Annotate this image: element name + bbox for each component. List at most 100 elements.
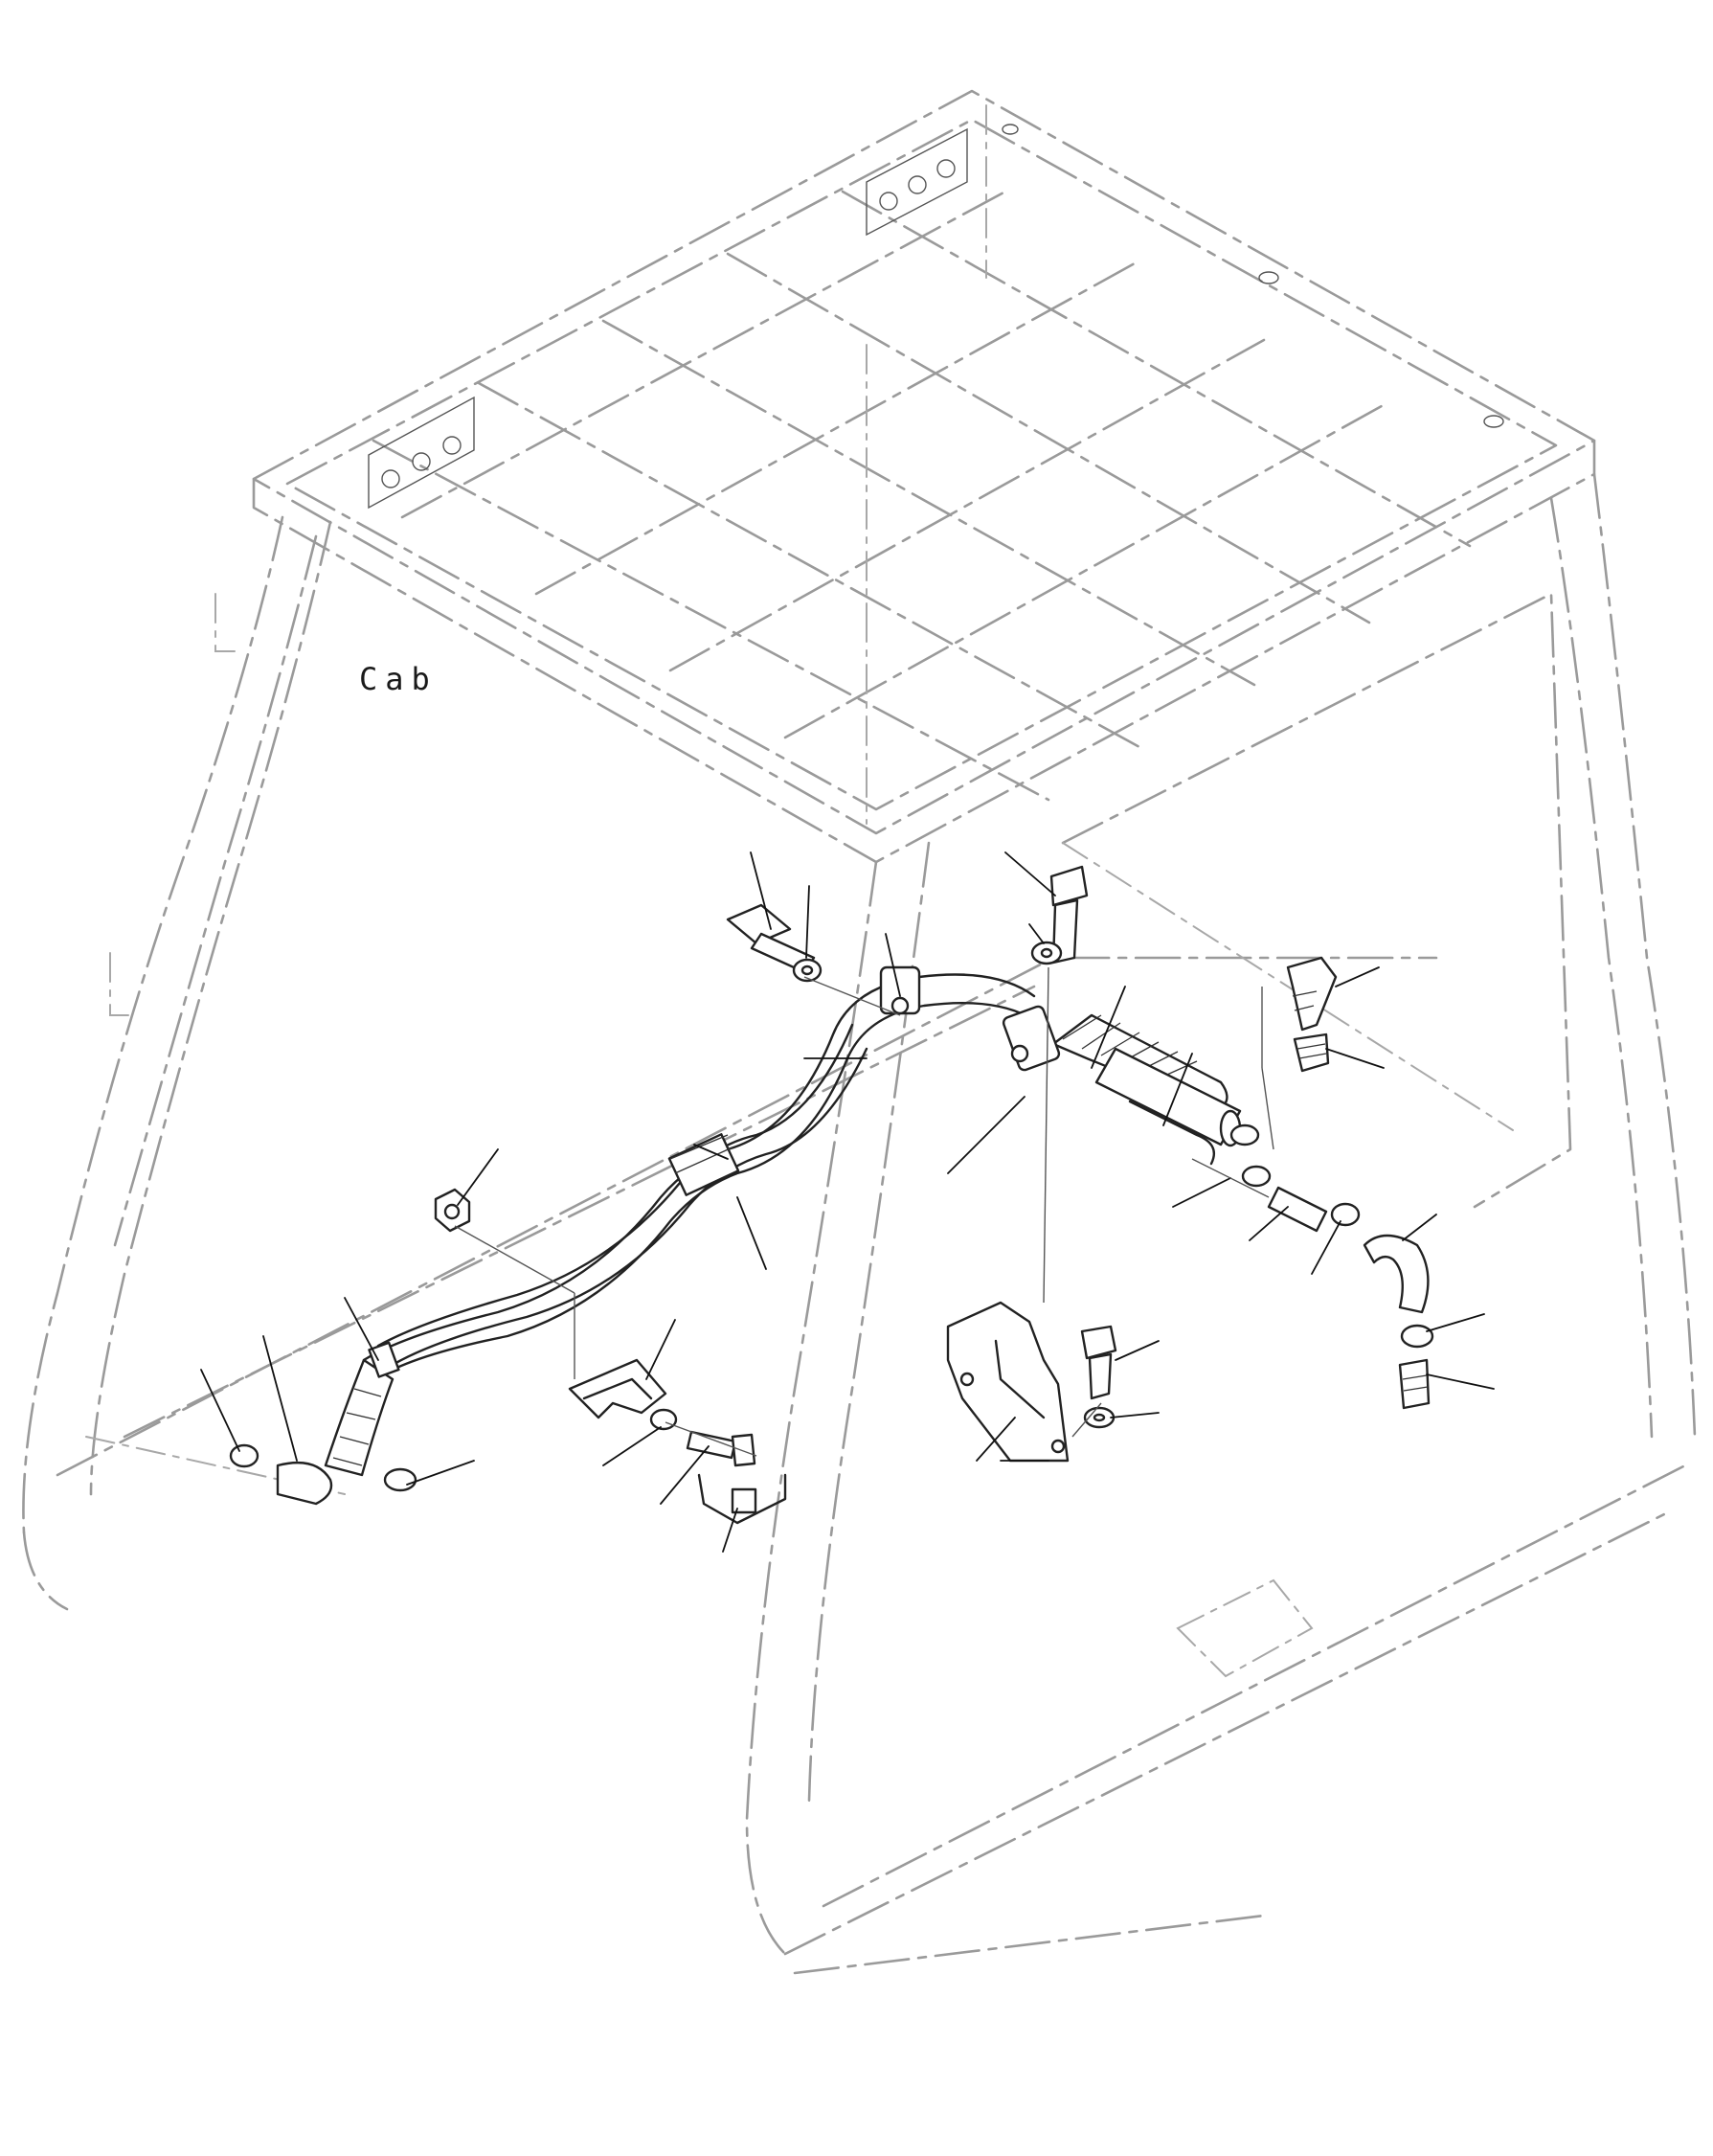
leader: [750, 851, 772, 930]
leader: [1426, 1373, 1495, 1390]
cover-fold: [994, 1339, 1046, 1419]
tee-hole: [1010, 1044, 1029, 1063]
floor-frame-mid: [123, 985, 1036, 1439]
guide-line: [1261, 1067, 1274, 1150]
floor-frame-base: [793, 1914, 1266, 1975]
main-hose-lower: [373, 1001, 1036, 1381]
roof-hole: [1002, 124, 1019, 135]
short-pipe: [1267, 1186, 1328, 1233]
cab-frame-phantom: [22, 89, 1697, 1975]
leader: [1162, 1053, 1193, 1126]
roof-inner-outline: [285, 118, 1558, 811]
washer-hole: [1040, 947, 1053, 959]
straight-pipe: [1094, 1047, 1242, 1146]
roof-beam-1: [372, 439, 1050, 802]
hose-clamp-center: [667, 1133, 740, 1196]
hose-cover-bracket: [946, 1301, 1070, 1463]
band-clamp-3: [1330, 1202, 1361, 1227]
leader: [457, 1148, 499, 1206]
cab-label: Cab: [359, 661, 438, 697]
floor-frame-front: [56, 956, 1438, 1477]
bolt-lower-head: [731, 1433, 756, 1467]
band-clamp-4: [1400, 1324, 1434, 1349]
left-pillar-inner-2: [113, 534, 318, 1247]
leader: [1115, 1340, 1160, 1361]
leader: [262, 1335, 298, 1462]
leader: [947, 1096, 1026, 1174]
left-pillar-outer: [22, 515, 284, 1534]
main-hose-lower-2: [386, 1047, 868, 1370]
rear-wall-diagonal: [1062, 842, 1514, 1131]
guide-line: [1191, 1158, 1270, 1198]
roof-bolt-plates: [368, 124, 1504, 510]
leader: [693, 1144, 729, 1160]
band-clamp-1: [1229, 1123, 1260, 1146]
right-rear-pillar-outer: [1592, 472, 1697, 1439]
z-bracket: [697, 1473, 787, 1525]
bolt-head: [442, 436, 462, 455]
tee-hatch: [1292, 990, 1318, 1011]
band-clamp-left-1: [229, 1443, 259, 1468]
bolt-upper-left: [726, 903, 792, 945]
leader: [1402, 1214, 1437, 1241]
band-clamp-left-2: [383, 1467, 417, 1492]
bolt-head: [879, 192, 898, 211]
leader: [1335, 966, 1380, 987]
washer-lower-left: [649, 1408, 678, 1431]
roof-rail-1: [400, 190, 1007, 519]
cover-hole: [1050, 1439, 1066, 1454]
z-bracket-clamp: [731, 1487, 757, 1514]
bolt-right-shank: [1088, 1352, 1113, 1400]
left-bracket-2: [109, 952, 130, 1016]
hose-clamp-tee: [1002, 1005, 1061, 1072]
leader: [344, 1297, 379, 1361]
guide-line: [454, 1225, 575, 1294]
roof-beam-5: [841, 190, 1472, 548]
leader: [805, 885, 810, 959]
bolt-right-head: [1080, 1325, 1117, 1360]
bolt-lower-shank: [686, 1430, 737, 1460]
rear-floor-bracket: [1176, 1578, 1314, 1678]
left-bracket-1: [214, 593, 236, 652]
right-hose-tail: [1128, 1100, 1216, 1166]
leader-lines: [200, 851, 1495, 1553]
bolt-plate-right: [866, 127, 968, 237]
leader: [602, 1426, 662, 1466]
fastener-parts: [229, 865, 1434, 1525]
main-hose-upper-2: [376, 1023, 854, 1348]
leader: [645, 1319, 676, 1380]
nipple-fitting: [1293, 1033, 1330, 1073]
leader: [1311, 1220, 1341, 1275]
tee-fitting: [1286, 956, 1338, 1032]
roof-beam-3: [601, 319, 1256, 687]
left-hose-sleeve: [324, 1358, 394, 1477]
leader: [660, 1445, 710, 1505]
leader: [200, 1369, 240, 1452]
leader: [1028, 923, 1045, 944]
clamp-hole: [890, 996, 910, 1015]
roof-beam-4: [726, 252, 1371, 624]
cover-hole: [959, 1372, 975, 1387]
leader: [1091, 986, 1126, 1069]
leader: [1004, 851, 1056, 896]
roof-hole: [1483, 415, 1504, 428]
bolt-head: [908, 175, 927, 194]
elbow-hose-right: [1363, 1234, 1430, 1314]
center-pillar-outer: [745, 860, 878, 1956]
nipple-lower-right: [1398, 1358, 1431, 1410]
left-pillar-inner: [89, 520, 332, 1496]
right-rear-pillar-inner: [1549, 496, 1654, 1439]
roof-rail-4: [783, 400, 1390, 739]
bracket-fold: [582, 1377, 653, 1400]
front-left-base: [22, 1531, 69, 1611]
nut-hole: [443, 1203, 461, 1220]
leader: [1172, 1177, 1231, 1208]
floor-frame-rear: [783, 1511, 1668, 1956]
rear-wall-panel: [1061, 592, 1572, 1209]
leader: [976, 1417, 1016, 1462]
guide-line: [665, 1421, 757, 1457]
nipple-lower-hatch: [1402, 1374, 1429, 1392]
leader: [1325, 1048, 1385, 1069]
nipple-hatch: [1296, 1043, 1327, 1059]
